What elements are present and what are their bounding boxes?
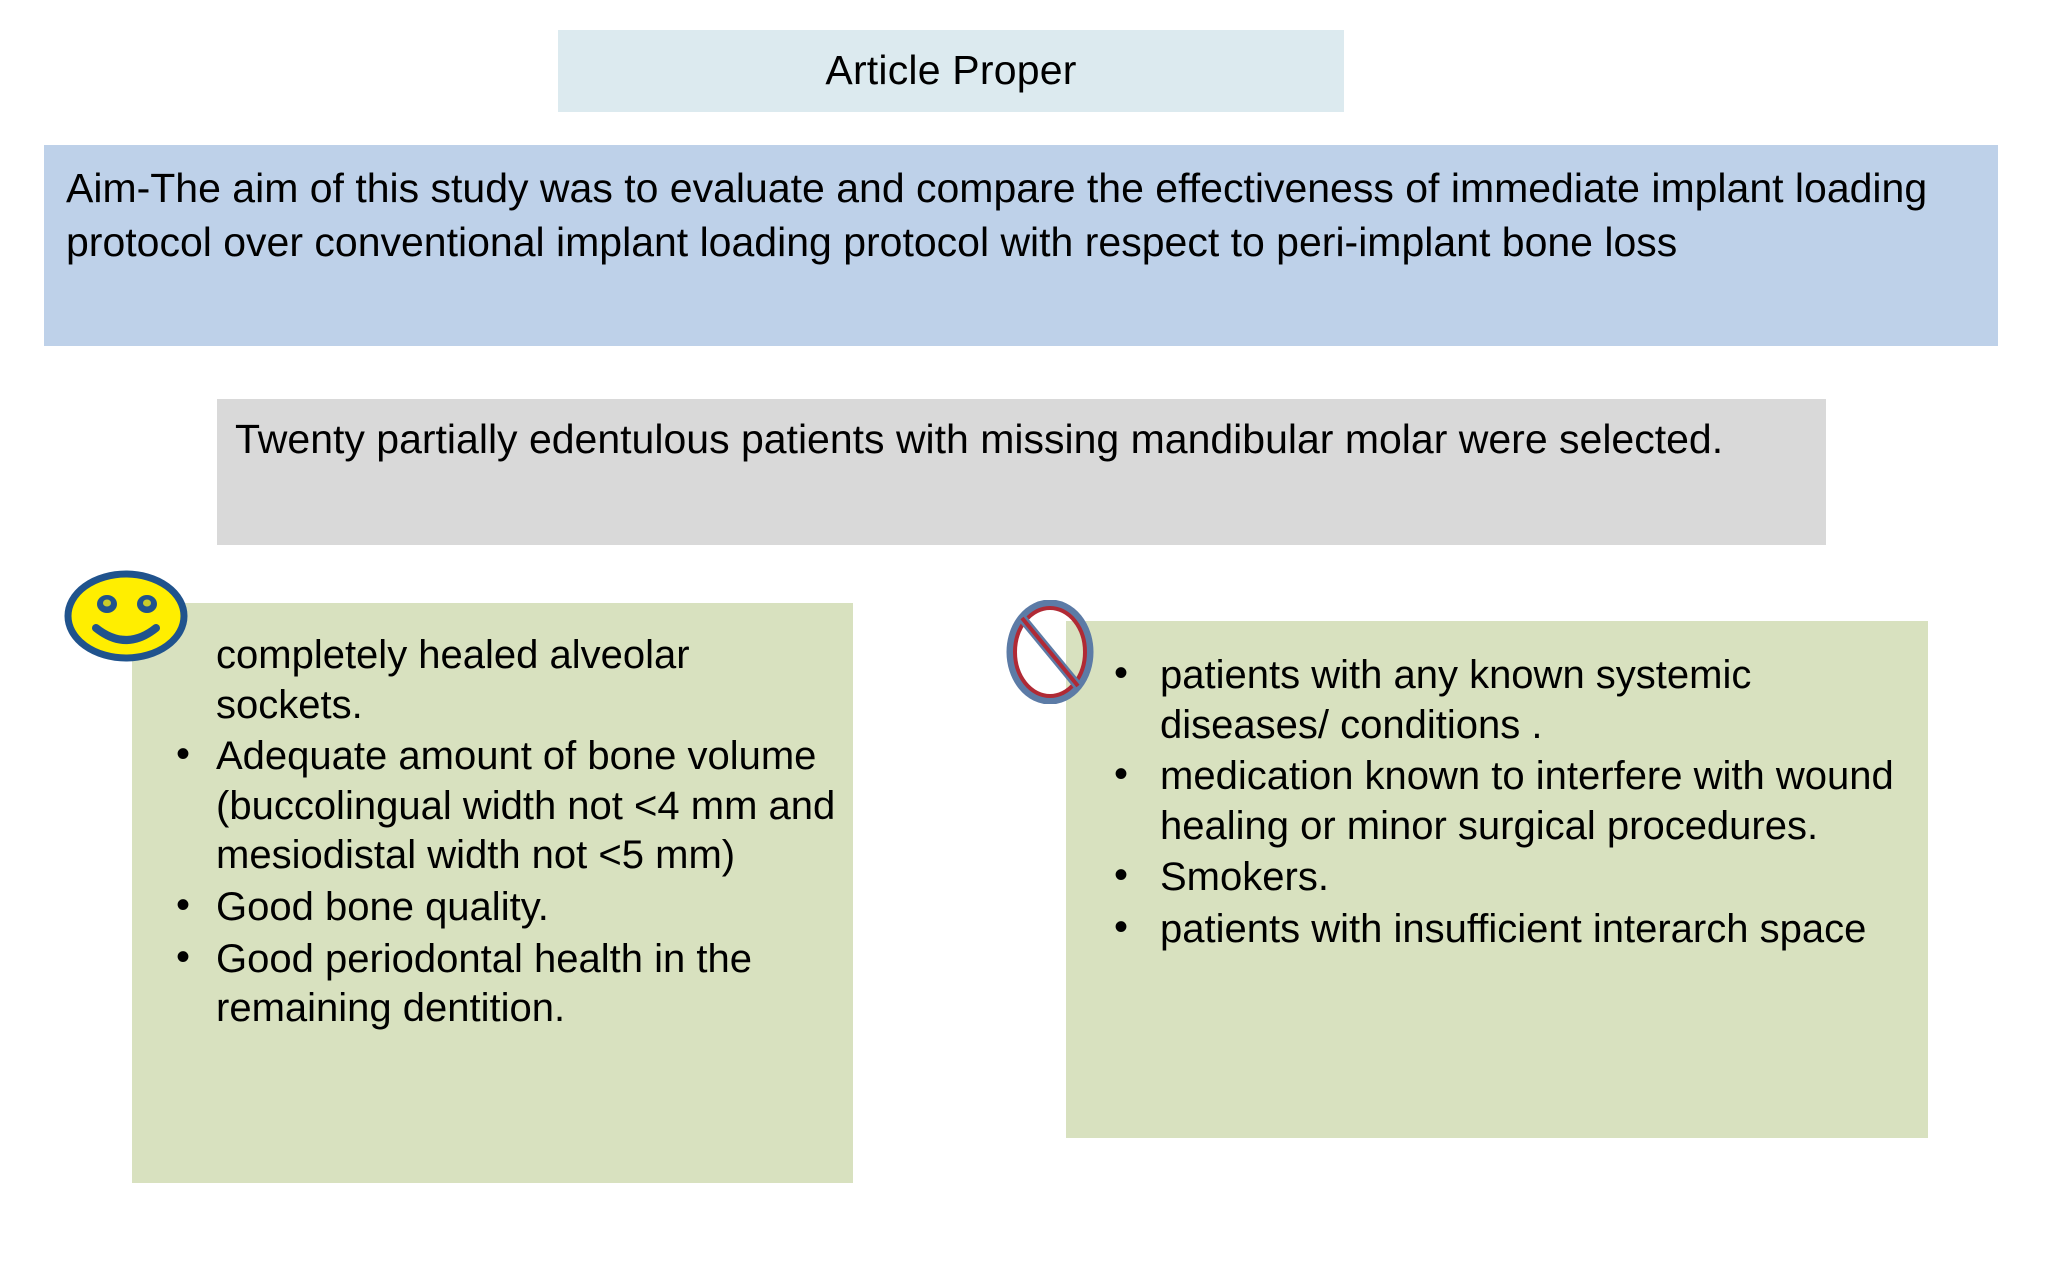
list-item: Adequate amount of bone volume (buccolin… — [154, 730, 837, 881]
list-item-text: Smokers. — [1160, 855, 1329, 900]
list-item-text: Good periodontal health in the remaining… — [216, 936, 752, 1031]
exclusion-criteria-list: patients with any known systemic disease… — [1090, 649, 1912, 955]
sample-description-text: Twenty partially edentulous patients wit… — [235, 416, 1724, 462]
list-item: patients with insufficient interarch spa… — [1090, 903, 1912, 955]
smiley-face-icon — [62, 570, 190, 662]
list-item-text: completely healed alveolar sockets. — [216, 633, 690, 727]
inclusion-criteria-box: completely healed alveolar sockets. Adeq… — [132, 603, 853, 1183]
list-item: Good bone quality. — [154, 881, 837, 933]
title-banner: Article Proper — [558, 30, 1344, 112]
list-item-text: patients with any known systemic disease… — [1160, 653, 1752, 747]
aim-callout-box: Aim-The aim of this study was to evaluat… — [44, 145, 1998, 346]
inclusion-criteria-list: completely healed alveolar sockets. Adeq… — [154, 631, 837, 1034]
page-title: Article Proper — [825, 47, 1077, 94]
aim-text: Aim-The aim of this study was to evaluat… — [66, 165, 1928, 266]
list-item: completely healed alveolar sockets. — [154, 631, 837, 730]
list-item-text: Adequate amount of bone volume (buccolin… — [216, 734, 836, 878]
list-item-text: patients with insufficient interarch spa… — [1160, 906, 1867, 951]
list-item: Good periodontal health in the remaining… — [154, 933, 837, 1034]
list-item-text: medication known to interfere with wound… — [1160, 754, 1894, 848]
exclusion-criteria-box: patients with any known systemic disease… — [1066, 621, 1928, 1138]
list-item: Smokers. — [1090, 851, 1912, 903]
list-item: medication known to interfere with wound… — [1090, 750, 1912, 851]
list-item-text: Good bone quality. — [216, 884, 549, 929]
sample-description-box: Twenty partially edentulous patients wit… — [217, 399, 1826, 545]
list-item: patients with any known systemic disease… — [1090, 649, 1912, 750]
prohibited-sign-icon — [1006, 599, 1094, 705]
